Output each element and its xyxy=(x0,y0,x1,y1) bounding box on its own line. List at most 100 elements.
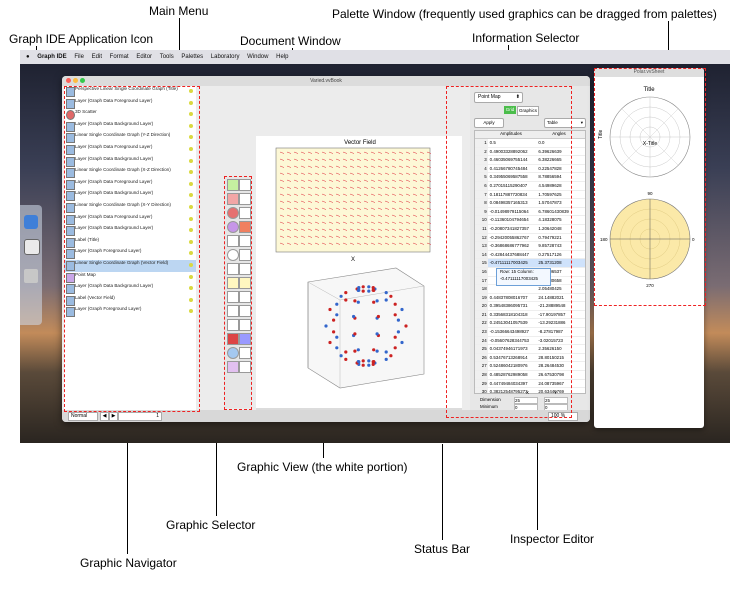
legend-tool-icon[interactable] xyxy=(239,305,251,317)
color-tool-icon[interactable] xyxy=(227,333,239,345)
navigator-item[interactable]: Label (Title) xyxy=(64,237,196,249)
table-cell[interactable]: 0.53476713268914 xyxy=(489,354,528,360)
table-cell[interactable]: 0.04374946171973 xyxy=(489,346,528,352)
zoom-icon[interactable] xyxy=(80,78,85,83)
zoom-popup[interactable]: 100 % xyxy=(548,412,578,421)
scatter-3d-plot[interactable] xyxy=(307,267,425,389)
previous-page-button[interactable]: ◀ xyxy=(100,412,109,421)
column-header[interactable]: Amplitudes xyxy=(500,131,522,136)
table-cell[interactable]: -8.27817987 xyxy=(538,329,564,335)
navigator-item[interactable]: Layer (Graph Foreground Layer) xyxy=(64,306,196,318)
table-cell[interactable]: 0.49003328892062 xyxy=(489,148,528,154)
table-cell[interactable]: 6.38226665 xyxy=(538,157,562,163)
navigator-item[interactable]: Layer (Graph Data Background Layer) xyxy=(64,121,196,133)
table-cell[interactable]: 6.78601430839 xyxy=(538,208,569,214)
menu-file[interactable]: File xyxy=(74,54,84,60)
menu-palettes[interactable]: Palettes xyxy=(181,54,204,60)
minimize-icon[interactable] xyxy=(73,78,78,83)
table-cell[interactable]: -0.15366643498927 xyxy=(489,329,529,335)
navigator-item[interactable]: Point Map xyxy=(64,272,196,284)
pen-tool-icon[interactable] xyxy=(239,249,251,261)
navigator-item[interactable]: Linear Single Coordinate Graph (X-Z Dire… xyxy=(64,167,196,179)
navigator-item[interactable]: Layer (Graph Data Background Layer) xyxy=(64,190,196,202)
table-cell[interactable]: -0.05607628344753 xyxy=(489,337,529,343)
trash-icon[interactable] xyxy=(24,269,38,283)
table-cell[interactable]: -0.47111117003425 xyxy=(489,260,528,266)
table-cell[interactable]: -0.20807341827357 xyxy=(489,225,529,231)
table-cell[interactable]: 1.57047873 xyxy=(538,200,562,206)
table-cell[interactable]: 0.5 xyxy=(489,140,496,145)
globe-tool-icon[interactable] xyxy=(227,347,239,359)
menu-edit[interactable]: Edit xyxy=(91,54,102,60)
chart-tool-icon[interactable] xyxy=(239,291,251,303)
navigator-item[interactable]: Layer (Graph Data Foreground Layer) xyxy=(64,144,196,156)
table-cell[interactable]: -3.02015723 xyxy=(538,337,564,343)
table-cell[interactable]: 28.80150215 xyxy=(538,354,564,360)
table-cell[interactable]: 0.38212548795273 xyxy=(489,389,528,394)
table-cell[interactable]: 0.27517126 xyxy=(538,251,562,257)
table-cell[interactable]: 0.22547828 xyxy=(538,165,562,171)
close-icon[interactable] xyxy=(66,78,71,83)
grid-tool-icon[interactable] xyxy=(227,291,239,303)
table-cell[interactable]: 24.08735967 xyxy=(538,380,564,386)
table-row[interactable]: 23-0.15366643498927-8.27817987 xyxy=(475,328,585,337)
page-field[interactable]: 1 xyxy=(118,412,162,421)
table-cell[interactable]: 4.54989628 xyxy=(538,182,562,188)
table-cell[interactable]: 1.70597625 xyxy=(538,191,562,197)
navigator-item[interactable]: Linear Single Coordinate Graph (Y-Z Dire… xyxy=(64,132,196,144)
table-cell[interactable]: -0.36868686777962 xyxy=(489,243,529,249)
graph-tool-icon[interactable] xyxy=(227,277,239,289)
table-cell[interactable]: 0.0 xyxy=(538,140,545,145)
polar-grid-filled[interactable] xyxy=(609,198,691,280)
menu-app-name[interactable]: Graph IDE xyxy=(37,54,67,60)
table-cell[interactable]: 28.26484530 xyxy=(538,363,564,369)
circle-tool-icon[interactable] xyxy=(227,207,239,219)
table-cell[interactable]: 25.3731208 xyxy=(538,260,562,266)
table-cell[interactable]: 24.14882021 xyxy=(538,294,564,300)
table-cell[interactable]: 4.18328075 xyxy=(538,217,562,223)
mode-popup[interactable]: Normal xyxy=(68,412,98,421)
table-cell[interactable]: 0.18117887720834 xyxy=(489,191,528,197)
ellipse-tool-icon[interactable] xyxy=(227,221,239,233)
navigator-item-selected[interactable]: Linear Single Coordinate Graph (Vector F… xyxy=(64,259,196,272)
navigator-item[interactable]: Layer (Graph Data Background Layer) xyxy=(64,156,196,168)
spectrum-tool-icon[interactable] xyxy=(227,361,239,373)
blank-tool-icon[interactable] xyxy=(239,361,251,373)
table-tool-icon[interactable] xyxy=(239,277,251,289)
menu-laboratory[interactable]: Laboratory xyxy=(210,54,240,60)
table-cell[interactable]: -0.01498979115064 xyxy=(489,208,529,214)
column-header[interactable]: Angles xyxy=(552,131,566,136)
apple-icon[interactable]: ● xyxy=(26,54,30,60)
table-cell[interactable]: 0.44749484034397 xyxy=(489,380,528,386)
vector-field-plot[interactable] xyxy=(275,147,431,253)
gradient-tool-icon[interactable] xyxy=(239,333,251,345)
navigator-item[interactable]: Layer (Graph Data Foreground Layer) xyxy=(64,179,196,191)
table-cell[interactable]: 0.24513041057539 xyxy=(489,320,528,326)
dimension-y-field[interactable]: 25 xyxy=(544,397,568,404)
table-cell[interactable]: 0.79479221 xyxy=(538,234,562,240)
shape-tool-icon[interactable] xyxy=(239,347,251,359)
tab-graphics[interactable]: Graphics xyxy=(517,106,539,116)
navigator-item[interactable]: Label (Vector Field) xyxy=(64,295,196,307)
menu-window[interactable]: Window xyxy=(247,54,269,60)
rectangle-tool-icon[interactable] xyxy=(227,193,239,205)
zoom-tool-icon[interactable] xyxy=(239,179,251,191)
arrow-tool-icon[interactable] xyxy=(227,179,239,191)
table-popup[interactable]: Table▾ xyxy=(544,118,586,128)
